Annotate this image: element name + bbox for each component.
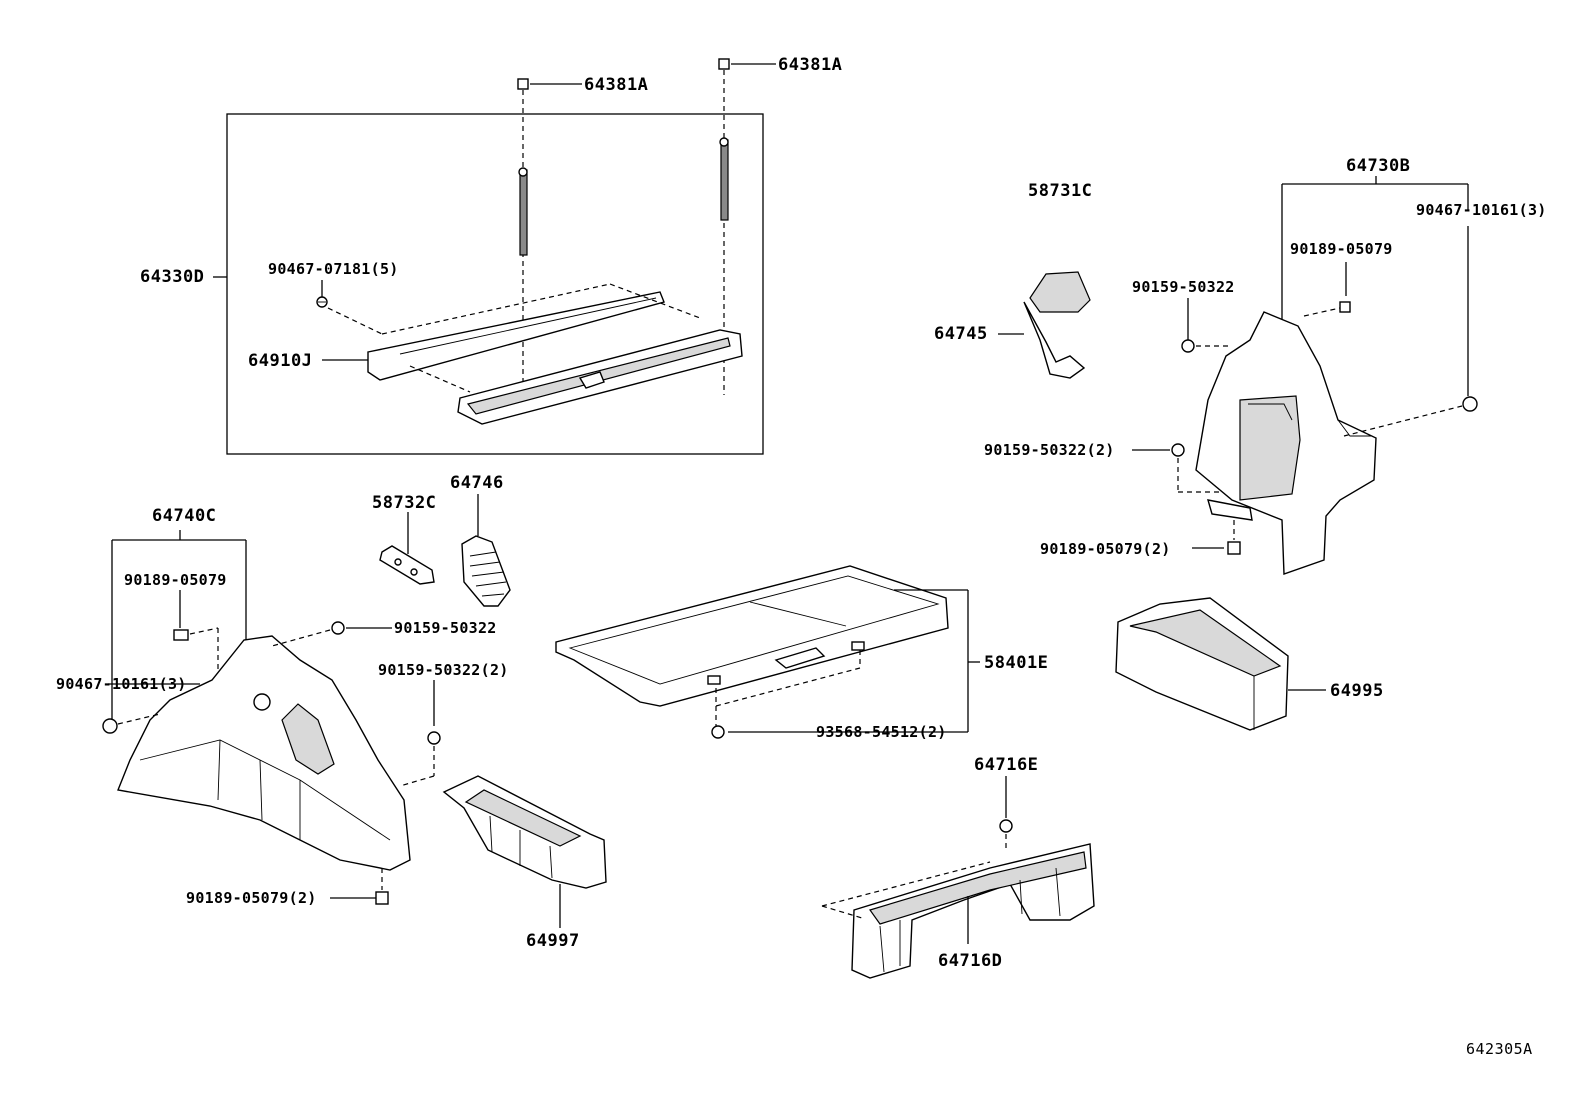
support-rod-right (719, 137, 729, 221)
screw-90189-05079-r[interactable] (1339, 301, 1351, 313)
label-90159-50322-2-r[interactable]: 90159-50322(2) (984, 441, 1115, 459)
label-90189-05079-2-l[interactable]: 90189-05079(2) (186, 889, 317, 907)
label-58731C[interactable]: 58731C (1028, 181, 1093, 201)
label-90467-07181[interactable]: 90467-07181(5) (268, 260, 399, 278)
label-64381A-2[interactable]: 64381A (778, 55, 843, 75)
clip-90467-10161-l[interactable] (102, 718, 118, 734)
screw-90159-50322-2-r[interactable] (1171, 443, 1185, 457)
label-90159-50322-l[interactable]: 90159-50322 (394, 619, 497, 637)
label-64746[interactable]: 64746 (450, 473, 504, 493)
sill-trim-64716D[interactable] (851, 843, 1095, 979)
label-90189-05079-l[interactable]: 90189-05079 (124, 571, 227, 589)
label-64330D[interactable]: 64330D (140, 267, 205, 287)
label-90159-50322-r[interactable]: 90159-50322 (1132, 278, 1235, 296)
bracket (1207, 499, 1253, 521)
label-90189-05079-2-r[interactable]: 90189-05079(2) (1040, 540, 1171, 558)
quarter-trim-right-64730B[interactable] (1195, 311, 1377, 575)
deck-board-58401E[interactable] (555, 565, 949, 707)
hook-64745[interactable] (1023, 301, 1086, 379)
screw-90189-05079-2-r[interactable] (1227, 541, 1241, 555)
label-64730B[interactable]: 64730B (1346, 156, 1411, 176)
pad-58731C[interactable] (1029, 271, 1091, 313)
vent-grille-64746[interactable] (461, 535, 511, 607)
label-90467-10161-r[interactable]: 90467-10161(3) (1416, 201, 1547, 219)
bracket-58732C[interactable] (379, 545, 435, 585)
label-58732C[interactable]: 58732C (372, 493, 437, 513)
label-90159-50322-2-l[interactable]: 90159-50322(2) (378, 661, 509, 679)
screw-90189-05079-l[interactable] (173, 629, 189, 641)
clip-93568-54512[interactable] (711, 725, 725, 739)
clip-64716E[interactable] (999, 819, 1013, 833)
screw-90159-50322-l[interactable] (331, 621, 345, 635)
quarter-trim-left-64740C[interactable] (117, 635, 411, 871)
support-rod-left (518, 167, 528, 256)
clip-90467-07181[interactable] (316, 296, 328, 308)
package-tray-group-box (226, 113, 764, 455)
storage-tray-64997[interactable] (442, 775, 607, 889)
clip-64381A-right[interactable] (718, 58, 730, 70)
label-64716E[interactable]: 64716E (974, 755, 1039, 775)
screw-90159-50322-r[interactable] (1181, 339, 1195, 353)
label-64381A-1[interactable]: 64381A (584, 75, 649, 95)
diagram-code: 642305A (1466, 1040, 1533, 1058)
label-58401E[interactable]: 58401E (984, 653, 1049, 673)
screw-90159-50322-2-l[interactable] (427, 731, 441, 745)
package-tray-trim-64910J[interactable] (367, 291, 743, 425)
storage-box-64995[interactable] (1115, 597, 1289, 731)
label-64716D[interactable]: 64716D (938, 951, 1003, 971)
label-90189-05079-r[interactable]: 90189-05079 (1290, 240, 1393, 258)
label-64997[interactable]: 64997 (526, 931, 580, 951)
label-64745[interactable]: 64745 (934, 324, 988, 344)
label-64740C[interactable]: 64740C (152, 506, 217, 526)
label-64910J[interactable]: 64910J (248, 351, 313, 371)
clip-64381A-left[interactable] (517, 78, 529, 90)
screw-90189-05079-2-l[interactable] (375, 891, 389, 905)
label-90467-10161-l[interactable]: 90467-10161(3) (56, 675, 187, 693)
clip-90467-10161-r[interactable] (1462, 396, 1478, 412)
label-93568-54512[interactable]: 93568-54512(2) (816, 723, 947, 741)
label-64995[interactable]: 64995 (1330, 681, 1384, 701)
